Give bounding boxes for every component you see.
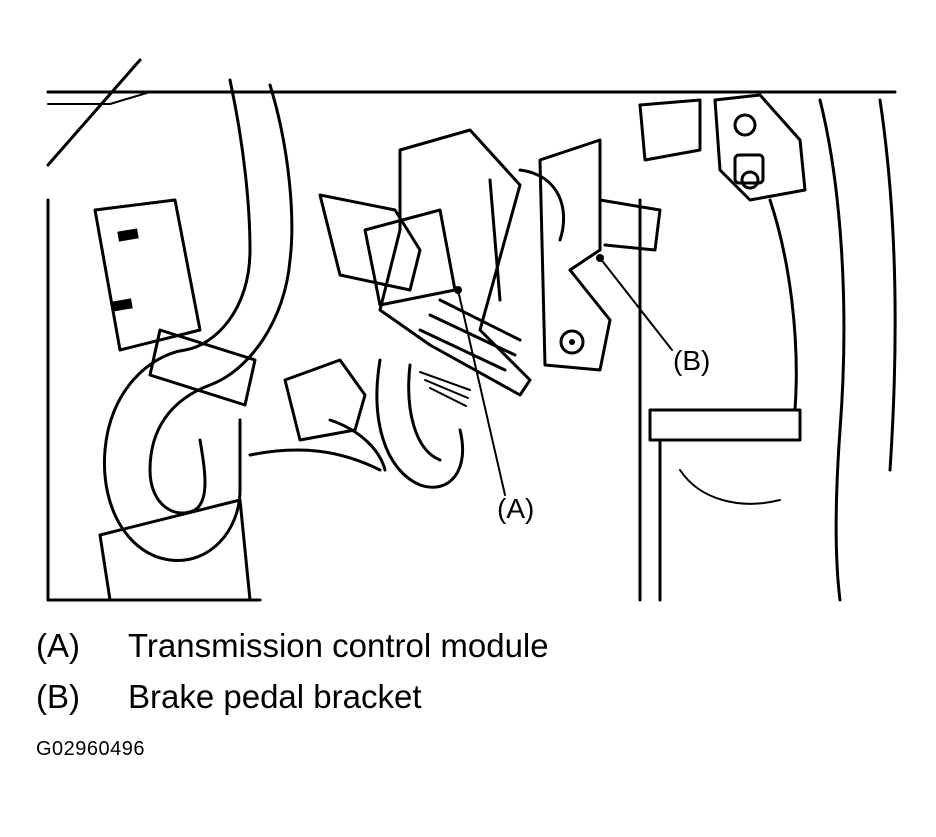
- wire-harness: [248, 193, 471, 489]
- leader-line-a: [457, 289, 506, 496]
- left-bracket: [93, 198, 202, 352]
- legend-text-a: Transmission control module: [128, 627, 549, 664]
- legend-key-b: (B): [36, 678, 80, 715]
- figure-id: G02960496: [36, 738, 146, 760]
- hose-loop: [98, 78, 294, 602]
- legend-item-b: (B) Brake pedal bracket: [36, 677, 736, 719]
- leader-line-b: [599, 257, 673, 351]
- transmission-control-module: [378, 128, 532, 397]
- right-structure: [638, 93, 897, 602]
- legend-key-a: (A): [36, 627, 80, 664]
- pedal-area-illustration: (A) (B): [46, 58, 897, 602]
- callout-a: (A): [497, 493, 534, 524]
- callout-b: (B): [673, 345, 710, 376]
- legend-item-a: (A) Transmission control module: [36, 626, 736, 668]
- legend-text-b: Brake pedal bracket: [128, 678, 422, 715]
- brake-pedal-bracket: [518, 138, 662, 372]
